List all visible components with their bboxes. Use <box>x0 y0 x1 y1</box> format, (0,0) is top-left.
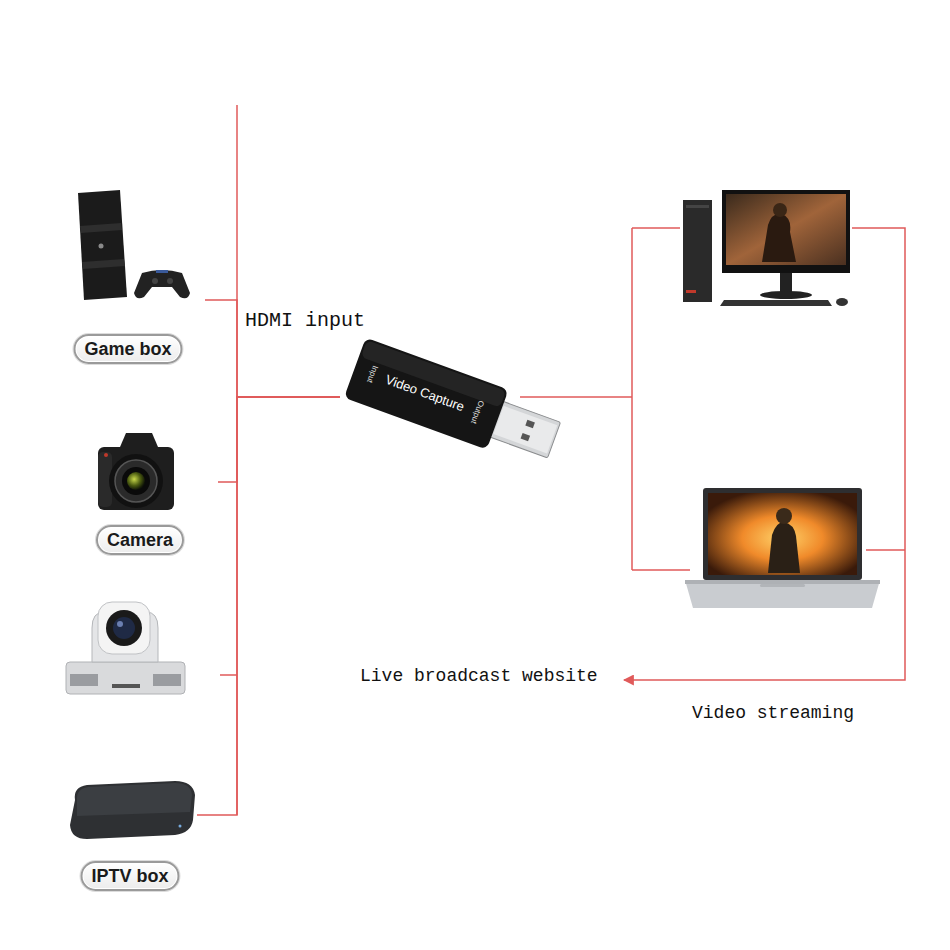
annotation-label: Video streaming <box>692 703 854 725</box>
capture-dongle-body <box>344 338 565 471</box>
device-label: Camera <box>96 525 184 555</box>
desktop-computer <box>683 190 850 306</box>
hdmi-connector <box>197 397 340 815</box>
ptz-camera <box>66 602 185 694</box>
device-node: IPTV box <box>65 775 197 900</box>
wire <box>220 105 905 815</box>
camera-illustration <box>98 433 174 510</box>
device-brand: Video Capture <box>384 373 466 414</box>
game-console <box>78 190 190 300</box>
device-node: Game box <box>70 185 205 367</box>
port-label: Output <box>469 399 485 424</box>
annotation-label: Live broadcast website <box>360 666 598 688</box>
device-label: Game box <box>73 334 182 364</box>
port-label: Input <box>365 364 379 383</box>
iptv-box <box>70 781 195 839</box>
device-node: Camera <box>90 425 218 565</box>
annotation-label: HDMI input <box>245 309 365 333</box>
device-label: IPTV box <box>80 861 179 891</box>
capture-dongle: Input Video CaptureOutput <box>340 320 550 470</box>
laptop-computer <box>685 488 880 608</box>
